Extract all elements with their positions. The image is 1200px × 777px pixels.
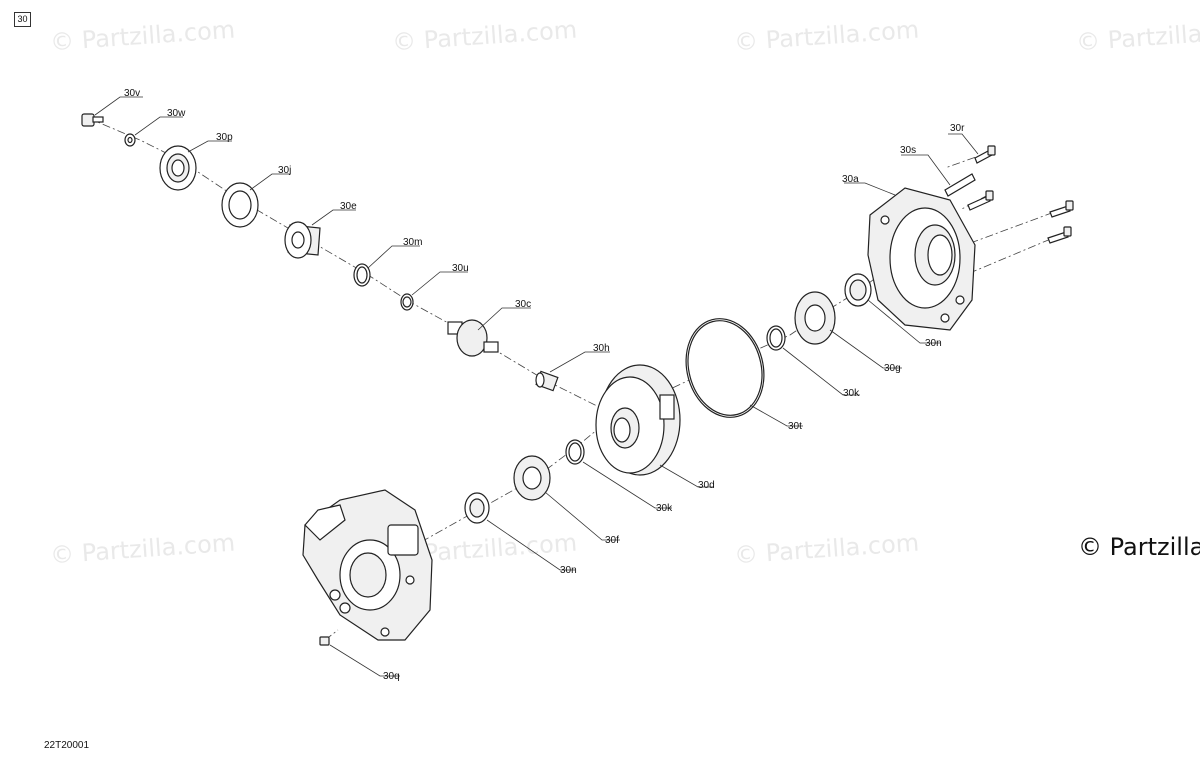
washer-30w [124, 133, 136, 147]
bolt-axis [944, 151, 1069, 276]
housing-cover-30a [867, 187, 976, 331]
callout-30p: 30p [216, 132, 233, 143]
callout-30u: 30u [452, 263, 469, 274]
callout-30c: 30c [515, 299, 531, 310]
gearbox-housing [302, 489, 433, 641]
bearing-30g [794, 291, 836, 345]
oil-seal-30n-right [844, 273, 872, 307]
bushing-30h [535, 370, 559, 392]
snap-ring-30m [353, 263, 371, 287]
bolt-30r [974, 145, 996, 164]
callout-30j: 30j [278, 165, 291, 176]
callout-30n-left: 30n [560, 565, 577, 576]
oil-seal-30n-left [464, 492, 490, 524]
callout-30t: 30t [788, 421, 802, 432]
callout-30d: 30d [698, 480, 715, 491]
callout-30a: 30a [842, 174, 859, 185]
callout-30h: 30h [593, 343, 610, 354]
partzilla-brand: © Partzilla [1078, 533, 1200, 561]
ball-bearing-30e [284, 221, 321, 259]
callout-30e: 30e [340, 201, 357, 212]
callout-30r: 30r [950, 123, 965, 134]
drive-shaft-30c [447, 319, 499, 357]
callout-30k-right: 30k [843, 388, 860, 399]
callout-30n-right: 30n [925, 338, 942, 349]
callout-30q: 30q [383, 671, 400, 682]
gear-30d [595, 364, 681, 476]
callout-30v: 30v [124, 88, 140, 99]
bolt-housing [967, 190, 1074, 244]
figure-code: 22T20001 [44, 740, 90, 751]
callout-30m: 30m [403, 237, 422, 248]
bolt-30v [81, 113, 104, 127]
gasket-30t [685, 318, 765, 418]
leader-lines [94, 96, 979, 677]
bearing-30f [513, 455, 551, 501]
callout-30w: 30w [167, 108, 186, 119]
oil-seal-30p [159, 145, 197, 191]
o-ring-30u [400, 293, 414, 311]
drain-plug-30q [319, 636, 330, 646]
needle-bearing-30j [221, 182, 259, 228]
snap-ring-30k-left [565, 439, 585, 465]
callout-30s: 30s [900, 145, 916, 156]
callout-30k-left: 30k [656, 503, 673, 514]
figure-number-box: 30 [14, 12, 31, 27]
assembly-axis-main [87, 117, 616, 416]
snap-ring-30k-right [766, 325, 786, 351]
stud-30s [944, 173, 976, 197]
callout-30f: 30f [605, 535, 619, 546]
callout-30g: 30g [884, 363, 901, 374]
